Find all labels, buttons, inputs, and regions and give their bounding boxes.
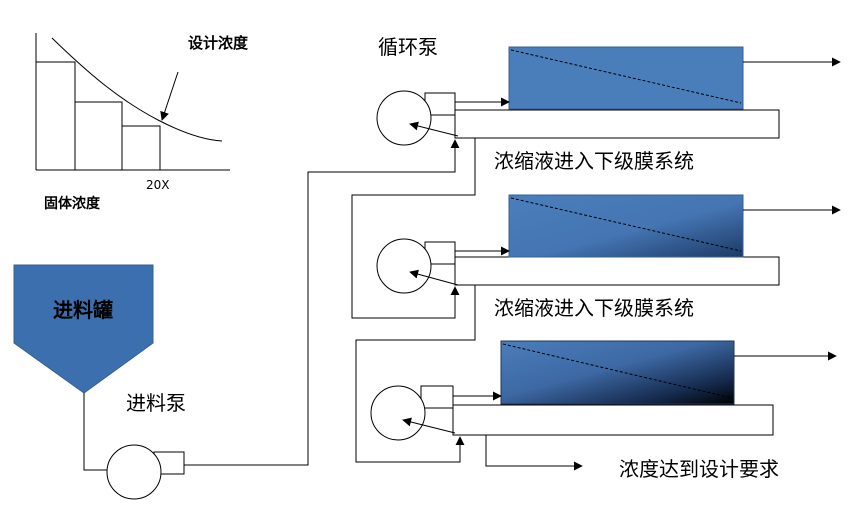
stage1: 浓缩液进入下级膜系统 bbox=[376, 46, 841, 173]
design-concentration-arrow bbox=[160, 71, 179, 121]
final-output-label: 浓度达到设计要求 bbox=[619, 457, 779, 481]
stage3-membrane bbox=[500, 340, 735, 405]
solid-concentration-label: 固体浓度 bbox=[44, 195, 101, 212]
x-tick-20x: 20X bbox=[146, 178, 170, 192]
stage2: 浓缩液进入下级膜系统 bbox=[376, 194, 841, 320]
stage2-return-pipe bbox=[454, 256, 780, 286]
feed-pump-label: 进料泵 bbox=[126, 391, 186, 415]
stage3-circulation-pump bbox=[370, 385, 426, 441]
stage1-membrane bbox=[508, 46, 744, 110]
stage3-return-pipe bbox=[452, 404, 774, 436]
stage1-to-stage2-pipe bbox=[351, 138, 476, 319]
chart-step-2 bbox=[75, 101, 123, 170]
stage2-membrane bbox=[508, 194, 744, 258]
stage2-concentrate-label: 浓缩液进入下级膜系统 bbox=[494, 296, 694, 320]
stage1-return-pipe bbox=[454, 109, 780, 139]
stage1-concentrate-label: 浓缩液进入下级膜系统 bbox=[494, 149, 694, 173]
stage3: 浓度达到设计要求 bbox=[370, 340, 837, 481]
chart-step-1 bbox=[36, 61, 76, 170]
stage1-return-arrow bbox=[409, 121, 459, 137]
chart-step-3 bbox=[122, 125, 161, 170]
feed-tank-shape bbox=[13, 264, 154, 394]
design-concentration-label: 设计浓度 bbox=[188, 34, 249, 52]
stage3-membrane-diagonal bbox=[502, 343, 733, 399]
circulation-pump-label: 循环泵 bbox=[378, 35, 438, 59]
inset-concentration-chart: 设计浓度 20X 固体浓度 bbox=[35, 33, 249, 212]
stage2-to-stage3-pipe bbox=[355, 285, 476, 463]
feed-line-stage1 bbox=[184, 139, 460, 466]
stage2-return-arrow bbox=[409, 269, 459, 286]
stage1-circulation-pump bbox=[376, 90, 432, 146]
tank-to-pump-pipe bbox=[83, 393, 108, 471]
stage3-pump-outlet bbox=[420, 385, 454, 409]
concentration-curve bbox=[51, 37, 223, 142]
feed-tank-label: 进料罐 bbox=[53, 298, 113, 322]
stage2-circulation-pump bbox=[376, 238, 432, 294]
feed-pump-body bbox=[106, 444, 162, 500]
feed-tank: 进料罐 bbox=[13, 264, 154, 394]
stage1-membrane-diagonal bbox=[510, 49, 742, 104]
stage2-membrane-diagonal bbox=[510, 197, 742, 252]
stage3-return-arrow bbox=[402, 417, 456, 434]
feed-pump bbox=[106, 444, 185, 500]
final-output-arrow bbox=[485, 435, 583, 471]
